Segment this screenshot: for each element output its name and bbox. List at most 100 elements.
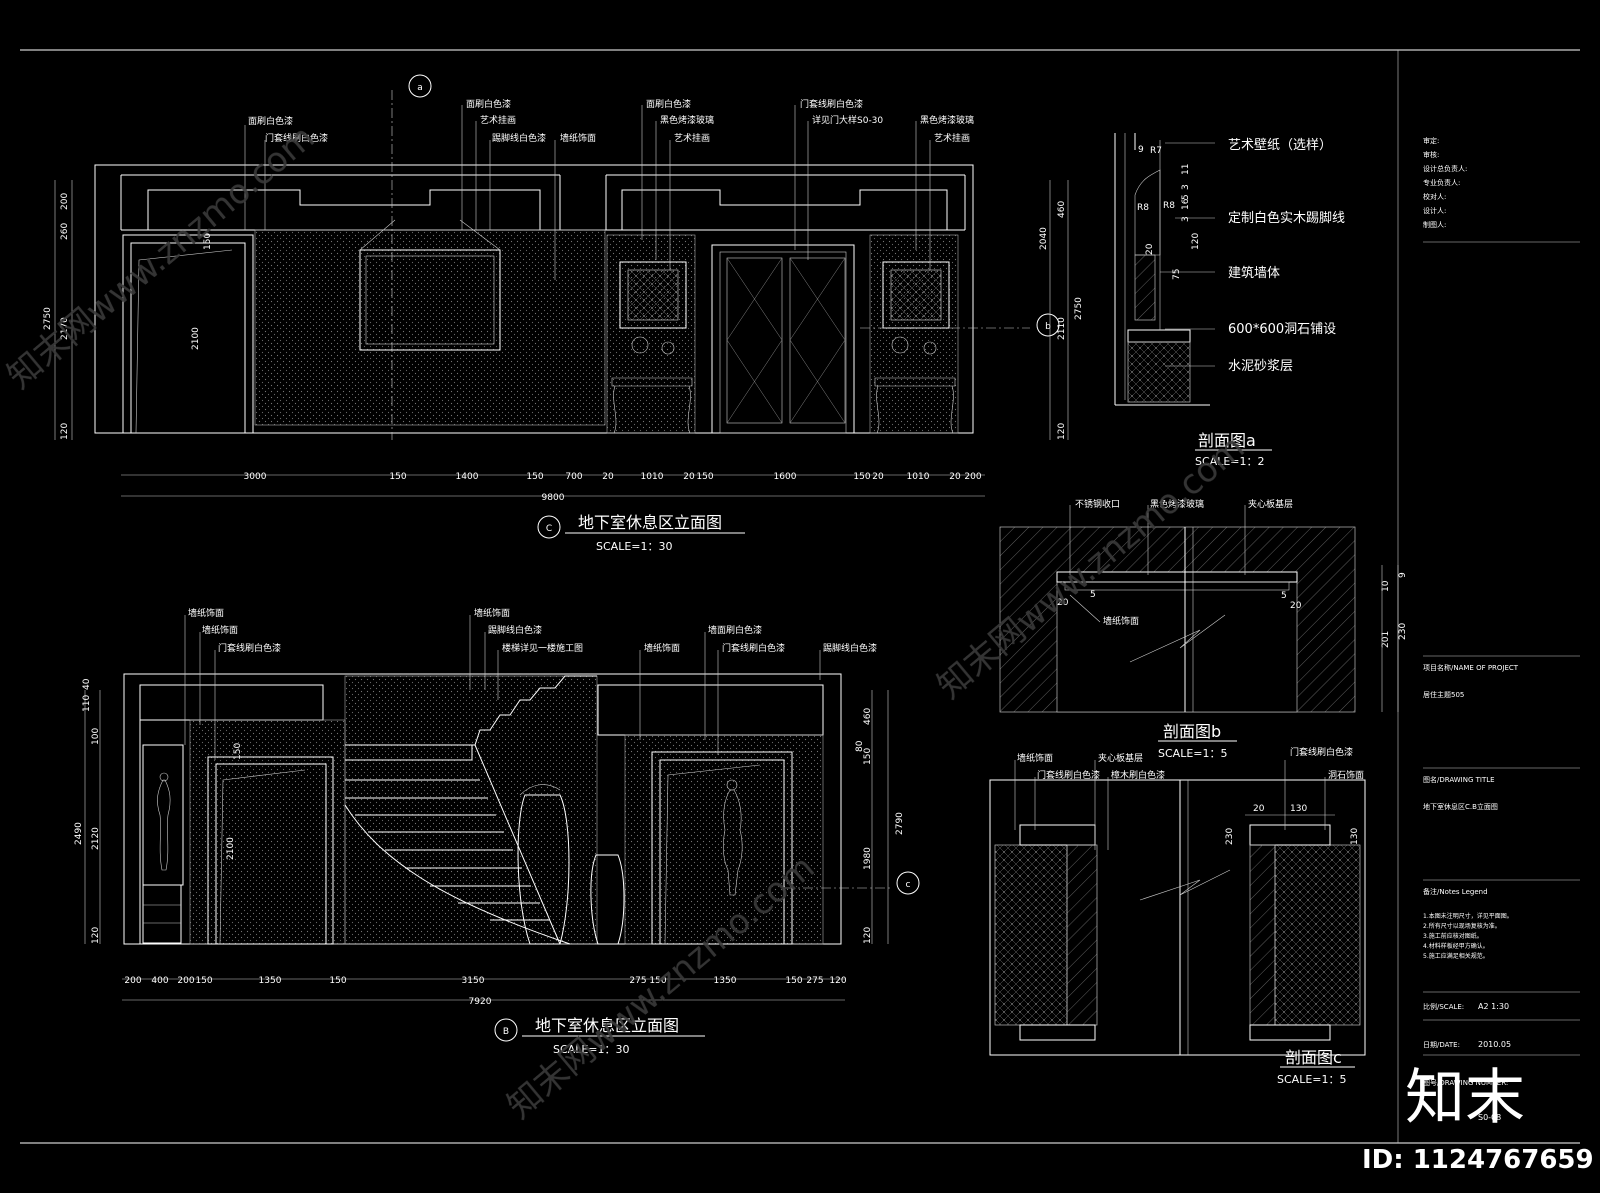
svg-text:审定:: 审定: [1423, 136, 1439, 145]
svg-text:水泥砂浆层: 水泥砂浆层 [1228, 359, 1293, 374]
svg-text:275: 275 [806, 976, 823, 986]
svg-text:黑色烤漆玻璃: 黑色烤漆玻璃 [1150, 498, 1204, 510]
svg-text:400: 400 [151, 976, 168, 986]
elevation-c-title: 地下室休息区立面图 [578, 513, 722, 532]
elevation-b-dims-left: 110 40 100 2490 2120 2100 150 120 [74, 678, 243, 944]
svg-text:2750: 2750 [1074, 297, 1084, 320]
svg-text:面刷白色漆: 面刷白色漆 [466, 98, 511, 110]
project-name: 居住主题505 [1423, 690, 1464, 699]
svg-text:9: 9 [1398, 572, 1408, 578]
svg-text:150: 150 [863, 748, 873, 765]
svg-text:专业负责人:: 专业负责人: [1423, 178, 1460, 187]
svg-text:2110: 2110 [1057, 317, 1067, 340]
svg-text:审核:: 审核: [1423, 150, 1439, 159]
svg-text:墙纸饰面: 墙纸饰面 [202, 624, 238, 636]
svg-text:定制白色实木踢脚线: 定制白色实木踢脚线 [1228, 210, 1345, 226]
svg-text:40: 40 [82, 678, 92, 690]
svg-text:150: 150 [649, 976, 666, 986]
svg-text:120: 120 [863, 927, 873, 944]
svg-text:墙纸饰面: 墙纸饰面 [644, 642, 680, 654]
svg-text:不锈钢收口: 不锈钢收口 [1075, 498, 1120, 510]
svg-text:230: 230 [1225, 828, 1235, 845]
svg-text:墙纸饰面: 墙纸饰面 [188, 607, 224, 619]
svg-text:面刷白色漆: 面刷白色漆 [248, 115, 293, 127]
svg-text:R8: R8 [1137, 203, 1149, 213]
svg-text:120: 120 [1057, 423, 1067, 440]
svg-text:100: 100 [91, 728, 101, 745]
svg-text:150: 150 [526, 472, 543, 482]
svg-text:艺术挂画: 艺术挂画 [674, 132, 710, 144]
svg-text:校对人:: 校对人: [1423, 192, 1446, 201]
svg-text:200: 200 [60, 193, 70, 210]
svg-text:夹心板基层: 夹心板基层 [1248, 498, 1293, 510]
project-label: 项目名称/NAME OF PROJECT [1423, 663, 1519, 672]
elevation-b: c 墙纸饰面 墙纸饰面 门套线刷白色漆 墙纸饰面 踢脚线白色漆 楼梯详见一楼施工… [74, 607, 920, 1056]
svg-text:150: 150 [696, 472, 713, 482]
number-value: S0-08 [1478, 1113, 1501, 1122]
svg-text:黑色烤漆玻璃: 黑色烤漆玻璃 [660, 114, 714, 126]
svg-text:460: 460 [1057, 201, 1067, 218]
section-bb-scale: SCALE=1：5 [1158, 747, 1227, 760]
svg-text:门套线刷白色漆: 门套线刷白色漆 [1290, 746, 1353, 758]
elevation-b-dims-right: 460 80 150 2790 1980 120 [855, 708, 905, 944]
svg-text:制图人:: 制图人: [1423, 220, 1446, 229]
svg-text:20: 20 [872, 472, 884, 482]
svg-text:5: 5 [1181, 194, 1191, 200]
svg-text:200: 200 [964, 472, 981, 482]
section-a-title: 剖面图a [1198, 431, 1256, 450]
svg-text:20: 20 [949, 472, 961, 482]
svg-text:3: 3 [1181, 216, 1191, 222]
svg-text:130: 130 [1290, 804, 1307, 814]
svg-text:设计人:: 设计人: [1423, 206, 1446, 215]
svg-text:3.施工前应核对图纸。: 3.施工前应核对图纸。 [1423, 932, 1483, 940]
svg-text:2040: 2040 [1039, 227, 1049, 250]
svg-text:1.本图未注明尺寸，详见平面图。: 1.本图未注明尺寸，详见平面图。 [1423, 912, 1513, 920]
elevation-c-scale: SCALE=1：30 [596, 540, 672, 553]
svg-text:设计总负责人:: 设计总负责人: [1423, 164, 1467, 173]
svg-text:80: 80 [855, 740, 865, 752]
section-a-notes: 艺术壁纸（选样） 定制白色实木踢脚线 建筑墙体 600*600洞石铺设 水泥砂浆… [1228, 138, 1345, 374]
svg-text:150: 150 [853, 472, 870, 482]
svg-text:樟木刷白色漆: 樟木刷白色漆 [1111, 769, 1165, 781]
svg-text:夹心板基层: 夹心板基层 [1098, 752, 1143, 764]
svg-text:艺术壁纸（选样）: 艺术壁纸（选样） [1228, 138, 1332, 153]
svg-text:9: 9 [1138, 145, 1144, 155]
svg-text:R8: R8 [1163, 201, 1175, 211]
notes-list: 1.本图未注明尺寸，详见平面图。 2.所有尺寸以现场复核为准。 3.施工前应核对… [1423, 912, 1513, 960]
svg-text:260: 260 [60, 223, 70, 240]
svg-text:门套线刷白色漆: 门套线刷白色漆 [1037, 769, 1100, 781]
scale-value: A2 1:30 [1478, 1002, 1509, 1011]
svg-text:3: 3 [1181, 184, 1191, 190]
svg-text:20: 20 [1253, 804, 1265, 814]
svg-text:R7: R7 [1150, 146, 1162, 156]
elevation-b-title: 地下室休息区立面图 [535, 1016, 679, 1035]
drawing-title: 地下室休息区C.B立面图 [1423, 802, 1498, 811]
svg-text:150: 150 [195, 976, 212, 986]
svg-text:踢脚线白色漆: 踢脚线白色漆 [492, 132, 546, 144]
section-marker-c: c [906, 880, 911, 890]
svg-text:5.施工应满足相关规范。: 5.施工应满足相关规范。 [1423, 952, 1489, 960]
svg-text:700: 700 [565, 472, 582, 482]
svg-text:黑色烤漆玻璃: 黑色烤漆玻璃 [920, 114, 974, 126]
watermark-id: ID: 1124767659 [1362, 1145, 1594, 1175]
svg-text:踢脚线白色漆: 踢脚线白色漆 [488, 624, 542, 636]
svg-text:201: 201 [1381, 631, 1391, 648]
drawing-title-label: 图名/DRAWING TITLE [1423, 775, 1495, 784]
svg-text:150: 150 [203, 233, 213, 250]
svg-text:275: 275 [629, 976, 646, 986]
svg-text:9800: 9800 [542, 493, 565, 503]
svg-text:110: 110 [82, 695, 92, 712]
svg-text:墙纸饰面: 墙纸饰面 [1103, 615, 1139, 627]
svg-text:艺术挂画: 艺术挂画 [934, 132, 970, 144]
svg-text:230: 230 [1398, 623, 1408, 640]
svg-text:150: 150 [389, 472, 406, 482]
svg-text:墙纸饰面: 墙纸饰面 [560, 132, 596, 144]
title-block: 审定: 审核: 设计总负责人: 专业负责人: 校对人: 设计人: 制图人: 项目… [1423, 136, 1580, 1122]
section-cc-title: 剖面图c [1285, 1048, 1342, 1067]
svg-text:120: 120 [829, 976, 846, 986]
svg-text:130: 130 [1350, 828, 1360, 845]
section-a-scale: SCALE=1：2 [1195, 455, 1264, 468]
elevation-c: a b 面刷白色漆 门套线刷白色漆 面刷白色漆 艺术挂画 踢脚线白色漆 墙纸饰面… [43, 74, 1084, 553]
svg-text:门套线刷白色漆: 门套线刷白色漆 [722, 642, 785, 654]
